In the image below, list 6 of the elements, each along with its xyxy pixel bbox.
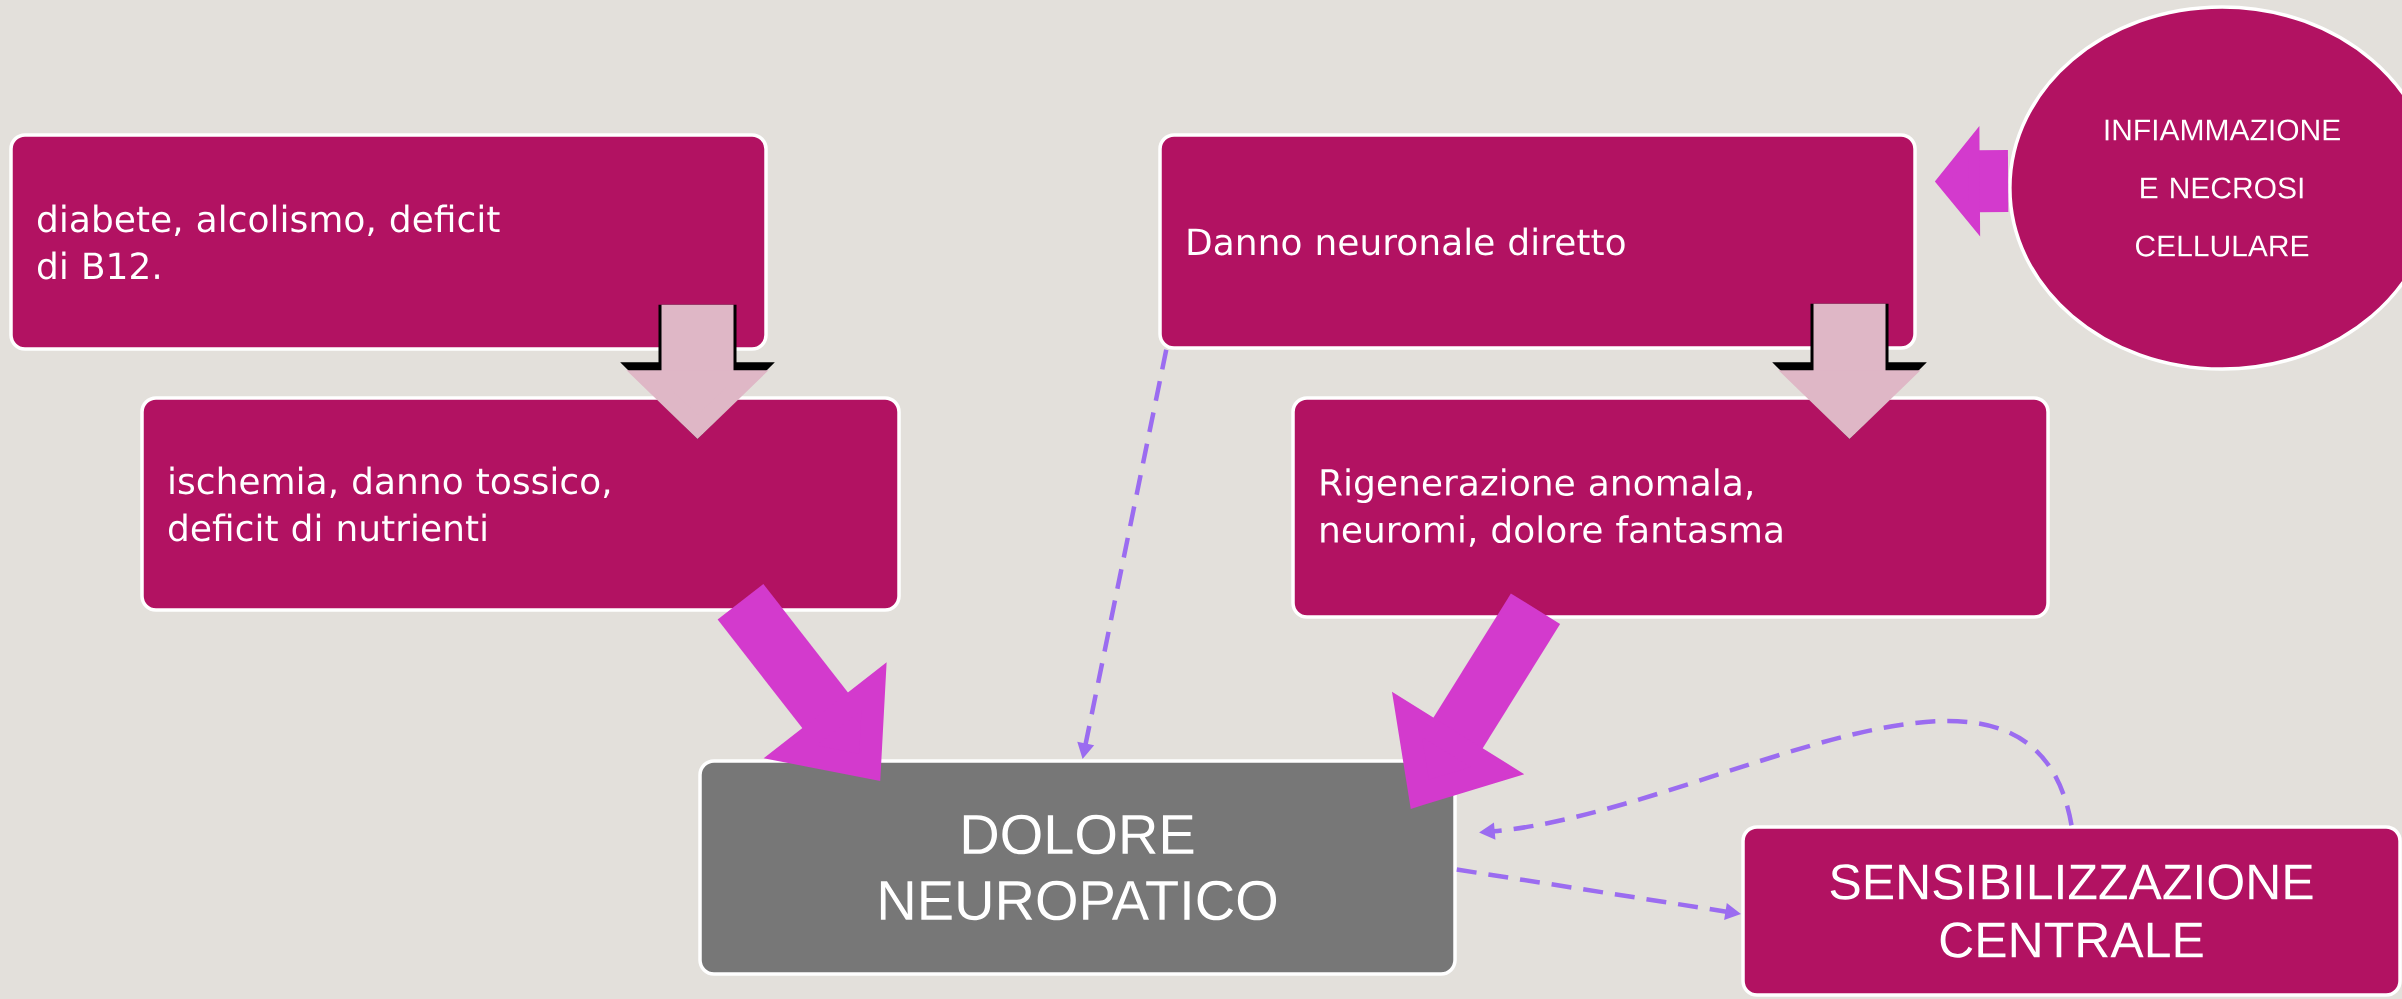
process-box: Rigenerazione anomala, neuromi, dolore fantasma [1291, 396, 2050, 619]
process-box: Danno neuronale diretto [1158, 133, 1917, 350]
outcome-box: SENSIBILIZZAZIONE CENTRALE [1741, 825, 2402, 997]
outcome-box: DOLORE NEUROPATICO [698, 759, 1457, 976]
process-box: ischemia, danno tossico, deficit di nutrienti [140, 396, 901, 612]
process-box: diabete, alcolismo, deficit di B12. [9, 133, 768, 351]
